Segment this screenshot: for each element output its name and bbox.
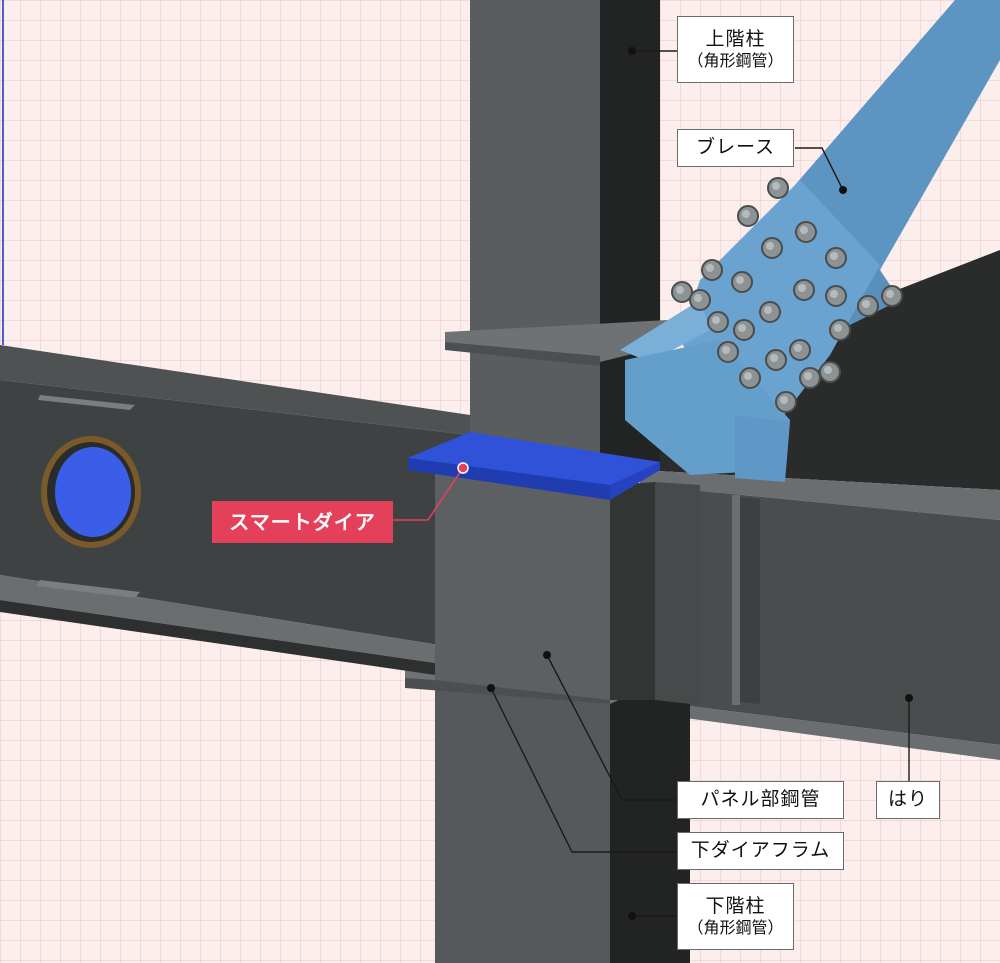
- label-beam: はり: [876, 781, 940, 819]
- label-lower-column-title: 下階柱: [705, 894, 766, 917]
- bolt-highlight: [794, 344, 802, 352]
- bolt-highlight: [766, 242, 774, 250]
- label-lower-diaphragm: 下ダイアフラム: [677, 832, 844, 870]
- label-brace-title: ブレース: [695, 136, 776, 159]
- bolt-highlight: [798, 284, 806, 292]
- bolt-highlight: [830, 252, 838, 260]
- bolt-highlight: [712, 316, 720, 324]
- label-brace: ブレース: [677, 129, 794, 167]
- label-smart-diaphragm: スマートダイア: [212, 501, 393, 543]
- panel-zone-tube: [435, 470, 700, 705]
- bolt-group: [671, 177, 903, 413]
- bolt-highlight: [800, 226, 808, 234]
- bolt-highlight: [834, 324, 842, 332]
- label-lower-column-sub: （角形鋼管）: [687, 918, 784, 938]
- label-beam-title: はり: [887, 788, 928, 811]
- label-upper-column-title: 上階柱: [705, 27, 766, 50]
- label-panel-tube: パネル部鋼管: [677, 781, 844, 819]
- bolt-highlight: [886, 290, 894, 298]
- label-smart-diaphragm-title: スマートダイア: [229, 509, 376, 534]
- bolt-highlight: [736, 276, 744, 284]
- bolt-highlight: [742, 210, 750, 218]
- label-upper-column-sub: （角形鋼管）: [687, 51, 784, 71]
- bolt-highlight: [780, 396, 788, 404]
- bolt-highlight: [862, 300, 870, 308]
- bolt-highlight: [694, 294, 702, 302]
- bolt-highlight: [744, 372, 752, 380]
- bolt-highlight: [722, 346, 730, 354]
- label-lower-diaphragm-title: 下ダイアフラム: [690, 839, 831, 862]
- label-lower-column: 下階柱 （角形鋼管）: [677, 883, 794, 950]
- bolt-highlight: [738, 324, 746, 332]
- bolt-highlight: [770, 354, 778, 362]
- bolt-highlight: [804, 372, 812, 380]
- bolt-highlight: [772, 182, 780, 190]
- bolt-highlight: [824, 366, 832, 374]
- bolt-highlight: [830, 290, 838, 298]
- label-panel-tube-title: パネル部鋼管: [700, 788, 821, 811]
- label-upper-column: 上階柱 （角形鋼管）: [677, 16, 794, 83]
- bolt-highlight: [764, 306, 772, 314]
- bolt-highlight: [706, 264, 714, 272]
- bolt-highlight: [676, 286, 684, 294]
